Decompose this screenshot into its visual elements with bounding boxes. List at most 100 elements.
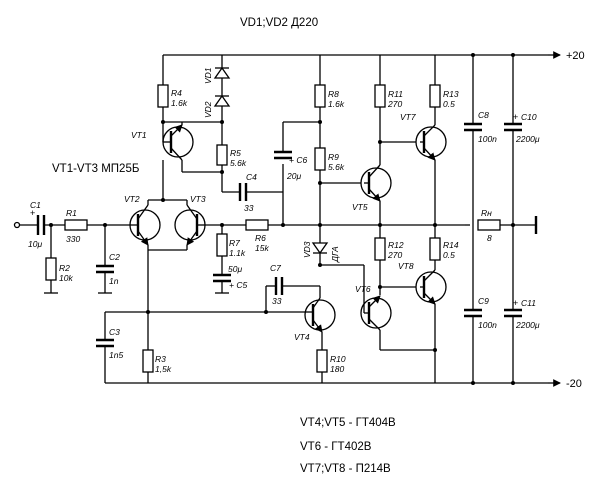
vt5-label: VT5: [352, 202, 368, 212]
resistor-r1: R1 330: [64, 208, 88, 244]
r2-value: 10k: [59, 273, 73, 283]
output-transistors-note: VT7;VT8 - П214В: [300, 463, 391, 475]
resistor-r6: R6 15k: [245, 219, 269, 253]
r2-label: R2: [59, 263, 70, 273]
resistor-r9: R9 5.6k: [314, 147, 345, 172]
transistor-vt7: VT7: [400, 112, 447, 161]
c7-value: 33: [272, 296, 282, 306]
c9-value: 100n: [478, 320, 497, 330]
r1-value: 330: [66, 234, 80, 244]
vt6-note: VT6 - ГТ402В: [300, 441, 372, 453]
resistor-r13: R13 0.5: [429, 84, 459, 109]
vt4-label: VT4: [294, 332, 310, 342]
resistor-r8: R8 1.6k: [314, 84, 345, 109]
r12-value: 270: [387, 250, 402, 260]
resistor-r10: R10 180: [316, 349, 346, 374]
r14-label: R14: [443, 240, 459, 250]
capacitor-c6: + C6 20μ: [274, 150, 307, 181]
rload-label: Rн: [481, 208, 492, 218]
r5-label: R5: [230, 148, 241, 158]
r14-value: 0.5: [443, 250, 455, 260]
r8-value: 1.6k: [328, 99, 345, 109]
c2-value: 1n: [109, 276, 119, 286]
r10-value: 180: [330, 364, 344, 374]
r11-value: 270: [387, 99, 402, 109]
c2-label: C2: [109, 252, 120, 262]
resistor-r12: R12 270: [374, 237, 404, 261]
diode-vd2: VD2: [203, 94, 231, 118]
r7-label: R7: [229, 238, 240, 248]
input-terminal: [13, 221, 37, 229]
resistor-rload: Rн 8: [477, 208, 501, 243]
r10-label: R10: [330, 354, 346, 364]
c8-value: 100n: [478, 134, 497, 144]
c3-value: 1n5: [109, 350, 123, 360]
diode-types-note: VD1;VD2 Д220: [240, 17, 318, 29]
vd3-label: VD3: [302, 241, 312, 258]
r12-label: R12: [388, 240, 404, 250]
vd1-label: VD1: [203, 67, 213, 84]
c4-value: 33: [244, 203, 254, 213]
r3-value: 1,5k: [155, 364, 172, 374]
r9-label: R9: [328, 152, 339, 162]
c11-value: 2200μ: [515, 320, 540, 330]
input-transistors-note: VT1-VT3 МП25Б: [52, 163, 139, 175]
transistor-vt8: VT8: [398, 261, 447, 305]
diode-vd1: VD1: [203, 66, 231, 84]
driver-transistors-note: VT4;VT5 - ГТ404В: [300, 417, 396, 429]
negative-rail: -20: [105, 378, 582, 390]
r6-value: 15k: [255, 243, 269, 253]
capacitor-c1: + C1 10μ: [28, 200, 46, 249]
positive-rail: +20: [163, 50, 585, 62]
r9-value: 5.6k: [328, 162, 345, 172]
vt2-label: VT2: [124, 194, 140, 204]
capacitor-c11: + C11 2200μ: [504, 298, 540, 330]
c11-label: C11: [521, 298, 536, 308]
c6-value: 20μ: [286, 171, 301, 181]
transistor-vt4: VT4: [294, 297, 336, 342]
c1-value: 10μ: [28, 239, 42, 249]
capacitor-c8: C8 100n: [464, 110, 497, 144]
c1-label: C1: [30, 200, 41, 210]
diode-vd3: VD3 ДГА: [302, 241, 340, 263]
svg-text:+: +: [513, 112, 518, 122]
r1-label: R1: [66, 208, 77, 218]
capacitor-c2: C2 1n: [96, 252, 120, 286]
r3-label: R3: [155, 354, 166, 364]
r5-value: 5.6k: [230, 158, 247, 168]
vt8-label: VT8: [398, 261, 414, 271]
c8-label: C8: [478, 110, 489, 120]
negative-rail-label: -20: [566, 378, 582, 390]
rload-value: 8: [487, 233, 492, 243]
c6-label: + C6: [289, 155, 307, 165]
svg-text:+: +: [513, 298, 518, 308]
c10-value: 2200μ: [515, 134, 540, 144]
vd3-value: ДГА: [330, 246, 340, 263]
resistor-r11: R11 270: [374, 84, 403, 109]
resistor-r2: R2 10k: [45, 257, 73, 283]
transistor-vt3: VT3: [174, 194, 206, 246]
r4-value: 1.6k: [171, 98, 188, 108]
r13-value: 0.5: [443, 99, 455, 109]
c9-label: C9: [478, 296, 489, 306]
svg-text:+: +: [30, 208, 35, 218]
c4-label: C4: [246, 172, 257, 182]
capacitor-c5: 50μ + C5: [213, 264, 247, 290]
c10-label: C10: [521, 112, 537, 122]
transistor-vt2: VT2: [124, 194, 161, 246]
c3-label: C3: [109, 327, 120, 337]
c7-label: C7: [270, 263, 281, 273]
resistor-r7: R7 1.1k: [216, 233, 246, 258]
capacitor-c10: + C10 2200μ: [504, 112, 540, 144]
transistor-vt5: VT5: [352, 164, 392, 212]
r13-label: R13: [443, 89, 459, 99]
r6-label: R6: [255, 233, 266, 243]
r11-label: R11: [388, 89, 403, 99]
resistor-r3: R3 1,5k: [142, 349, 172, 374]
c5-value: 50μ: [228, 264, 242, 274]
vd2-label: VD2: [203, 101, 213, 118]
capacitor-c3: C3 1n5: [96, 327, 123, 360]
vt1-label: VT1: [131, 130, 147, 140]
vt3-label: VT3: [190, 194, 206, 204]
